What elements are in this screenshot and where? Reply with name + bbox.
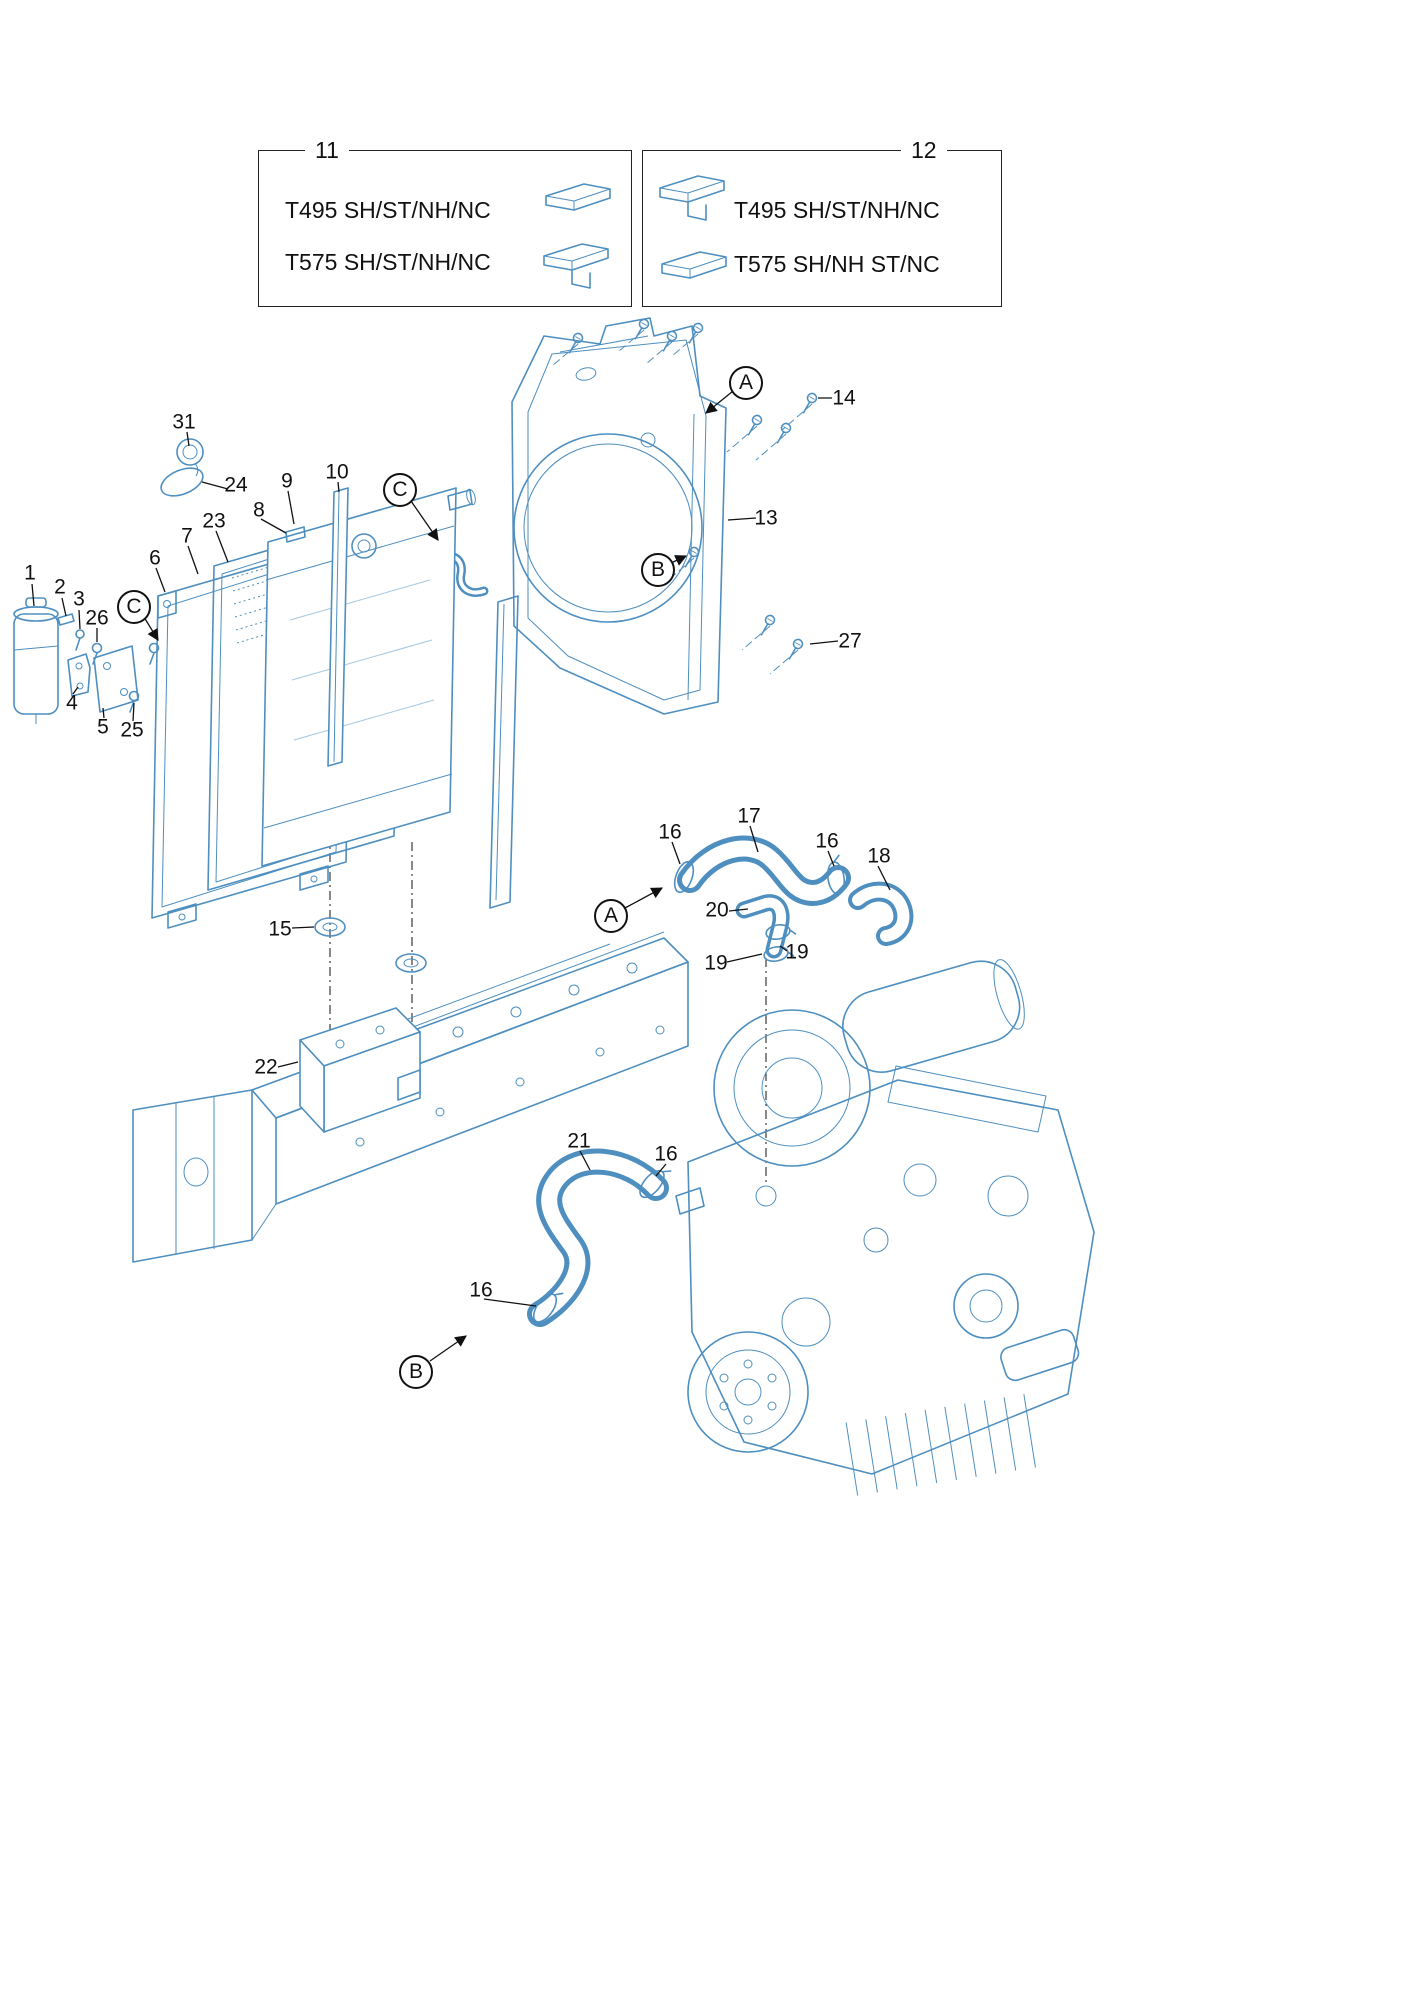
variant-box-12-label: 12	[901, 137, 947, 165]
leader-lines	[31, 390, 891, 1362]
variant-box-11-row-1: T495 SH/ST/NH/NC	[285, 197, 491, 223]
callout-14: 14	[832, 386, 856, 410]
variant-box-12: 12 T495 SH/ST/NH/NC T575 SH/NH ST/NC	[642, 137, 1002, 307]
reservoir-tank	[13, 597, 59, 724]
section-marker-b-1: B	[641, 553, 675, 587]
callout-21: 21	[567, 1129, 591, 1153]
callout-23: 23	[202, 509, 226, 533]
center-lines	[329, 329, 813, 1186]
coolant-hoses	[435, 552, 914, 1327]
callout-20: 20	[705, 898, 729, 922]
section-marker-a-1: A	[729, 366, 763, 400]
callout-16-a: 16	[658, 820, 682, 844]
radiator-mount-bracket	[299, 1007, 421, 1133]
callout-4: 4	[66, 691, 78, 715]
fastener-screws	[564, 317, 819, 662]
variant-box-11: 11 T495 SH/ST/NH/NC T575 SH/ST/NH/NC	[258, 137, 632, 307]
callout-13: 13	[754, 506, 778, 530]
callout-3: 3	[73, 587, 85, 611]
variant-box-12-row-1: T495 SH/ST/NH/NC	[734, 197, 940, 223]
callout-26: 26	[85, 606, 109, 630]
hose-clamp	[639, 1169, 672, 1199]
hose-clamp	[532, 1292, 564, 1323]
radiator-assembly	[151, 487, 519, 929]
variant-box-11-label: 11	[305, 137, 349, 165]
callout-17: 17	[737, 804, 761, 828]
fan-shroud	[511, 317, 727, 715]
callout-16-c: 16	[654, 1142, 678, 1166]
hose-clamp	[763, 945, 795, 963]
callout-5: 5	[97, 715, 109, 739]
small-parts	[57, 438, 427, 973]
callout-6: 6	[149, 546, 161, 570]
hose-clamp	[765, 923, 797, 941]
callout-19-a: 19	[785, 940, 809, 964]
callout-16-b: 16	[815, 829, 839, 853]
callout-1: 1	[24, 561, 36, 585]
section-marker-a-2: A	[594, 899, 628, 933]
section-marker-c-1: C	[383, 473, 417, 507]
chassis-frame	[132, 931, 689, 1263]
hose-clamp	[673, 857, 698, 894]
callout-18: 18	[867, 844, 891, 868]
engine	[675, 959, 1095, 1496]
variant-box-11-row-2: T575 SH/ST/NH/NC	[285, 249, 491, 275]
callout-24: 24	[224, 473, 248, 497]
callout-9: 9	[281, 469, 293, 493]
callout-10: 10	[325, 460, 349, 484]
variant-box-12-row-2: T575 SH/NH ST/NC	[734, 251, 940, 277]
callout-27: 27	[838, 629, 862, 653]
callout-16-d: 16	[469, 1278, 493, 1302]
callout-8: 8	[253, 498, 265, 522]
callout-15: 15	[268, 917, 292, 941]
callout-2: 2	[54, 575, 66, 599]
callout-22: 22	[254, 1055, 278, 1079]
hose-clamp	[826, 854, 846, 895]
section-marker-c-2: C	[117, 590, 151, 624]
callout-25: 25	[120, 718, 144, 742]
section-marker-b-2: B	[399, 1355, 433, 1389]
callout-19-b: 19	[704, 951, 728, 975]
callout-7: 7	[181, 524, 193, 548]
callout-31: 31	[172, 410, 196, 434]
